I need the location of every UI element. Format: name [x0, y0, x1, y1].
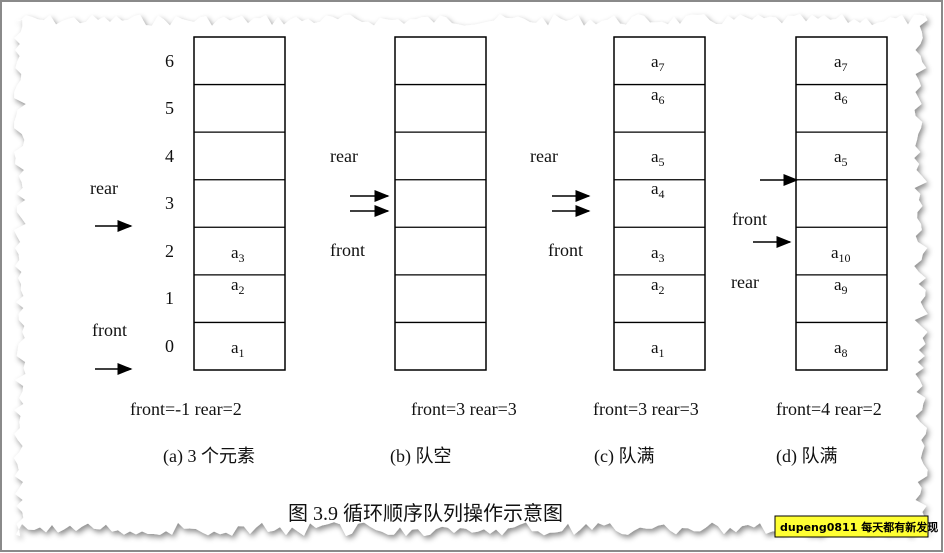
d-cell: a6: [834, 85, 848, 107]
index-2: 2: [165, 241, 174, 261]
d-cell: a9: [834, 275, 848, 297]
index-5: 5: [165, 98, 174, 118]
watermark-box: [774, 515, 929, 538]
b-rear-label: rear: [330, 146, 358, 166]
d-rear-label: rear: [731, 272, 759, 292]
c-cell: a4: [651, 179, 665, 201]
d-cell: a8: [834, 338, 848, 360]
d-front-label: front: [732, 209, 767, 229]
c-cell: a3: [651, 243, 665, 265]
b-front-label: front: [330, 240, 365, 260]
c-status: front=3 rear=3: [593, 399, 699, 419]
d-queue-grid: [795, 36, 888, 371]
figure-title: 图 3.9 循环顺序队列操作示意图: [288, 502, 563, 525]
a-queue-grid: [193, 36, 286, 371]
d-status: front=4 rear=2: [776, 399, 882, 419]
b-queue-grid: [394, 36, 487, 371]
queue-grids: [193, 36, 888, 371]
a-cell-1: a2: [231, 275, 245, 297]
index-4: 4: [165, 146, 174, 166]
index-0: 0: [165, 336, 174, 356]
a-caption: (a) 3 个元素: [163, 446, 255, 467]
c-cell: a5: [651, 147, 665, 169]
a-status: front=-1 rear=2: [130, 399, 242, 419]
index-1: 1: [165, 288, 174, 308]
a-front-label: front: [92, 320, 127, 340]
c-cell: a2: [651, 275, 665, 297]
c-queue-grid: [613, 36, 706, 371]
d-cell: a7: [834, 52, 848, 74]
c-caption: (c) 队满: [594, 446, 654, 467]
c-cell: a7: [651, 52, 665, 74]
d-cell: a10: [831, 243, 851, 265]
a-rear-label: rear: [90, 178, 118, 198]
a-cell-2: a3: [231, 243, 245, 265]
watermark: dupeng0811 每天都有新发现: [780, 520, 938, 534]
c-rear-label: rear: [530, 146, 558, 166]
b-status: front=3 rear=3: [411, 399, 517, 419]
b-caption: (b) 队空: [390, 446, 452, 467]
c-cell: a6: [651, 85, 665, 107]
index-6: 6: [165, 51, 174, 71]
index-3: 3: [165, 193, 174, 213]
a-cell-0: a1: [231, 338, 245, 360]
d-caption: (d) 队满: [776, 446, 838, 467]
c-front-label: front: [548, 240, 583, 260]
index-labels: 6 5 4 3 2 1 0: [165, 51, 174, 356]
c-cell: a1: [651, 338, 665, 360]
d-cell: a5: [834, 147, 848, 169]
